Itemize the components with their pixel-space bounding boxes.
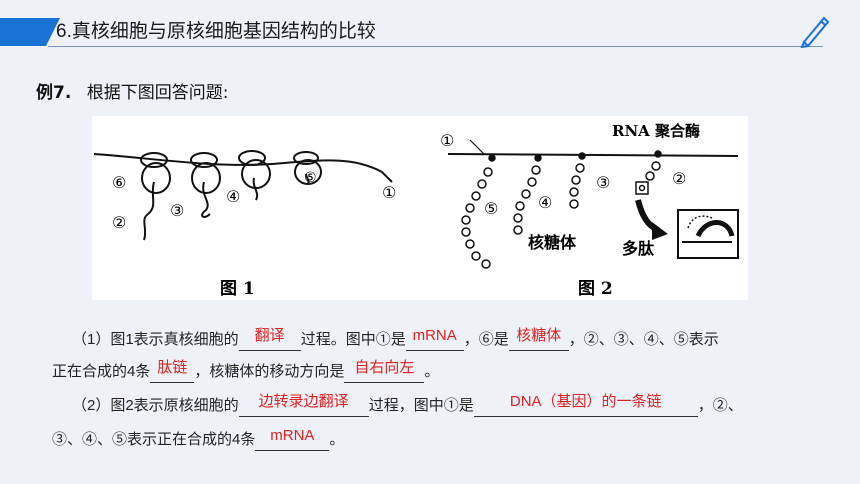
pen-icon: [800, 16, 830, 48]
fig2-label-4: ④: [538, 193, 552, 212]
fig1-label-5: ⑤: [304, 170, 317, 186]
example-question: 根据下图回答问题:: [86, 83, 229, 103]
q1-answer-ribosome: 核糖体: [508, 327, 569, 351]
q1-answer-peptide: 肽链: [150, 359, 195, 383]
example-heading: 例7. 根据下图回答问题:: [36, 78, 228, 103]
q1-text-6: ，核糖体的移动方向是: [194, 363, 345, 380]
q2-text-1: （2）图2表示原核细胞的: [72, 397, 239, 414]
q1-text-3: ，⑥是: [463, 331, 509, 348]
q1-text-5: 正在合成的4条: [52, 363, 151, 380]
q1-answer-mrna: mRNA: [405, 327, 464, 351]
fig1-label-1: ①: [382, 183, 396, 202]
q1-text-7: 。: [424, 363, 440, 380]
fig1-label-3: ③: [170, 201, 184, 220]
q1-text-4: ，②、③、④、⑤表示: [568, 331, 719, 348]
q1-answer-translation: 翻译: [238, 327, 301, 351]
q2-answer-mrna: mRNA: [255, 427, 330, 451]
fig1-label-6: ⑥: [112, 173, 126, 192]
q1-text-2: 过程。图中①是: [300, 331, 406, 348]
q2-text-4: ③、④、⑤表示正在合成的4条: [52, 431, 256, 448]
fig2-peptide-label: 多肽: [622, 239, 655, 258]
page-title: 6.真核细胞与原核细胞基因结构的比较: [56, 21, 376, 42]
fig2-label-2: ②: [672, 169, 686, 188]
q1-answer-direction: 自右向左: [344, 359, 425, 383]
example-label: 例7.: [36, 83, 72, 103]
q2-answer-dna: DNA（基因）的一条链: [473, 393, 698, 417]
q1-line2: 正在合成的4条肽链，核糖体的移动方向是自右向左。: [52, 359, 440, 383]
fig2-rna-polymerase-label: RNA 聚合酶: [612, 122, 700, 140]
fig1-label-4: ④: [226, 187, 240, 206]
fig2-label-3: ③: [596, 173, 610, 192]
fig2-label-5: ⑤: [484, 199, 498, 218]
translation-diagram: ⑥ ② ③ ④ ⑤ ① 图 1 ① RNA 聚合酶 ② ③ ④ ⑤ 核糖体 多肽: [93, 122, 739, 299]
fig2-ribosome-label: 核糖体: [528, 233, 577, 252]
q1-text-1: （1）图1表示真核细胞的: [72, 331, 239, 348]
fig2-label-1: ①: [440, 131, 454, 150]
q2-text-5: 。: [329, 431, 345, 448]
header-accent-bar: [0, 18, 60, 46]
header-divider: [48, 46, 823, 47]
fig1-caption: 图 1: [220, 279, 255, 299]
fig2-caption: 图 2: [578, 279, 613, 299]
q2-text-2: 过程，图中①是: [368, 397, 474, 414]
q2-text-3: ，②、: [697, 397, 743, 414]
fig1-label-2: ②: [112, 213, 126, 232]
figure-panel: ⑥ ② ③ ④ ⑤ ① 图 1 ① RNA 聚合酶 ② ③ ④ ⑤ 核糖体 多肽: [92, 116, 748, 300]
q2-answer-process: 边转录边翻译: [238, 393, 369, 417]
